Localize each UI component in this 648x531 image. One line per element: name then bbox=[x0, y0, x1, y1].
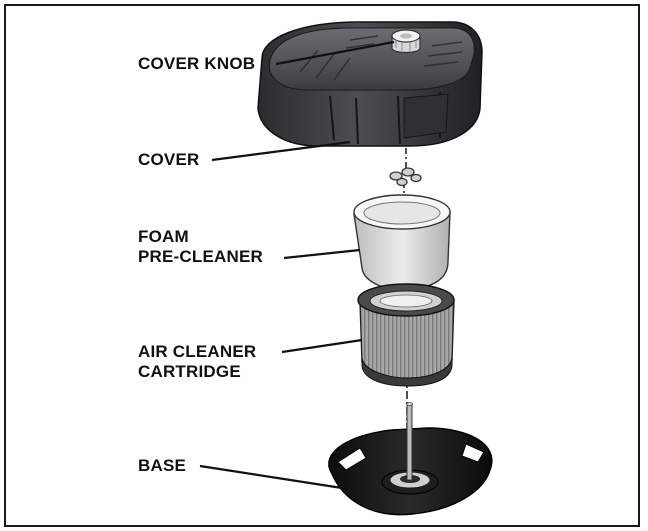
label-base: BASE bbox=[138, 456, 186, 476]
label-air-cleaner-cartridge: AIR CLEANER CARTRIDGE bbox=[138, 342, 256, 382]
leader-foam-pre-cleaner bbox=[284, 250, 360, 258]
leader-cover bbox=[212, 142, 350, 160]
label-cover-knob: COVER KNOB bbox=[138, 54, 255, 74]
label-cover: COVER bbox=[138, 150, 199, 170]
base bbox=[329, 403, 492, 515]
leader-base bbox=[200, 466, 342, 488]
leader-air-cleaner-cartridge bbox=[282, 340, 362, 352]
cover bbox=[258, 22, 482, 146]
label-foam-pre-cleaner: FOAM PRE-CLEANER bbox=[138, 227, 263, 267]
cover-knob bbox=[392, 30, 420, 53]
foam-pre-cleaner bbox=[354, 195, 450, 290]
spring-clip bbox=[390, 168, 421, 186]
air-cleaner-cartridge bbox=[358, 284, 454, 386]
